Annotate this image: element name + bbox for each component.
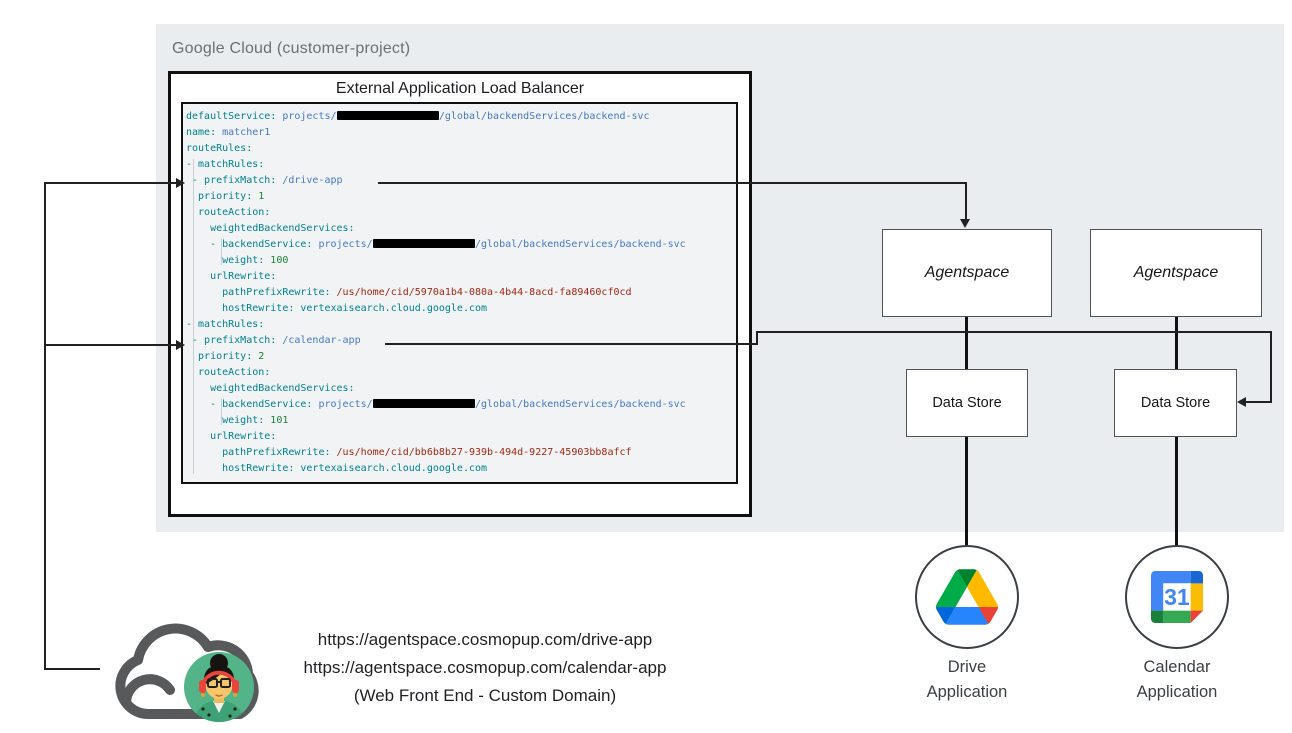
datastore-1-label: Data Store — [932, 395, 1002, 411]
connector-calendarrule-jog — [756, 332, 758, 345]
url-map-code-block: defaultService: projects//global/backend… — [181, 102, 738, 484]
frontend-caption: (Web Front End - Custom Domain) — [353, 686, 617, 705]
connector-user-calendarapp-rule — [44, 344, 177, 346]
agentspace-2-label: Agentspace — [1133, 264, 1219, 281]
agentspace-node-2: Agentspace — [1090, 229, 1262, 317]
connector-datastore2-calendarapp — [1175, 437, 1178, 546]
connector-trunk-cloud — [44, 668, 100, 670]
datastore-2-label: Data Store — [1140, 395, 1211, 411]
connector-calendarrule-h2 — [756, 331, 1272, 333]
drive-icon — [936, 569, 998, 625]
arrowhead-into-datastore2 — [1237, 397, 1246, 407]
connector-driverule-agentspace1-h — [378, 182, 966, 184]
calendar-app-label: Calendar Application — [1136, 658, 1218, 701]
agentspace-node-1: Agentspace — [882, 229, 1052, 317]
calendar-app-circle: 31 — [1125, 545, 1229, 649]
calendar-icon: 31 — [1151, 571, 1203, 623]
indent-guide — [193, 159, 194, 474]
drive-app-circle — [915, 545, 1019, 649]
indent-guide — [221, 239, 222, 265]
connector-user-driveapp-rule — [44, 182, 177, 184]
connector-user-trunk — [44, 182, 46, 670]
connector-driverule-agentspace1-v — [965, 182, 967, 220]
arrowhead-into-agentspace1 — [960, 219, 970, 228]
user-avatar — [184, 652, 254, 722]
connector-agentspace1-datastore1 — [965, 317, 968, 369]
connector-calendarrule-h3 — [1244, 401, 1272, 403]
gcp-project-label: Google Cloud (customer-project) — [172, 40, 411, 57]
load-balancer-title: External Application Load Balancer — [335, 80, 585, 97]
datastore-node-2: Data Store — [1114, 369, 1237, 437]
arrowhead-into-calendar-rule — [176, 340, 185, 350]
agentspace-1-label: Agentspace — [924, 264, 1010, 281]
connector-datastore1-driveapp — [965, 437, 968, 546]
connector-calendarrule-h1 — [385, 343, 758, 345]
connector-calendarrule-v — [1270, 331, 1272, 403]
connector-agentspace2-datastore2 — [1175, 317, 1178, 369]
frontend-url-calendar: https://agentspace.cosmopup.com/calendar… — [303, 658, 667, 677]
frontend-url-drive: https://agentspace.cosmopup.com/drive-ap… — [317, 630, 653, 649]
indent-guide — [221, 399, 222, 425]
frontend-urls: https://agentspace.cosmopup.com/drive-ap… — [245, 626, 725, 710]
drive-app-label: Drive Application — [926, 658, 1008, 701]
datastore-node-1: Data Store — [906, 369, 1028, 437]
yaml-code: defaultService: projects//global/backend… — [186, 111, 686, 474]
arrowhead-into-drive-rule — [176, 178, 185, 188]
calendar-day-number: 31 — [1164, 584, 1190, 610]
